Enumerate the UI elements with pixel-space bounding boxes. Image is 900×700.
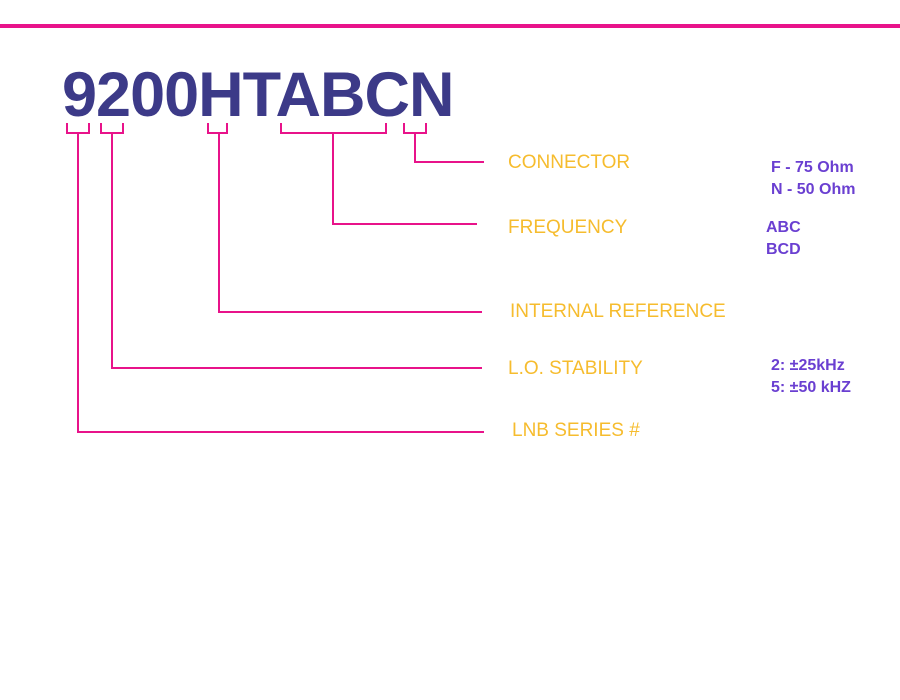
connector-label: CONNECTOR (508, 152, 631, 173)
lo-stability-option-5: 5: ±50 kHZ (771, 379, 851, 396)
lnb-series-label: LNB SERIES # (512, 420, 640, 441)
lnb-series-bracket (66, 123, 90, 134)
frequency-option-bcd: BCD (766, 241, 801, 258)
connector-option-f: F - 75 Ohm (771, 159, 854, 176)
internal-reference-bracket (207, 123, 228, 134)
lo-stability-label: L.O. STABILITY (508, 358, 643, 379)
lo-stability-option-2: 2: ±25kHz (771, 357, 845, 374)
lnb-series-leader (77, 133, 484, 433)
connector-options: F - 75 Ohm N - 50 Ohm (771, 157, 855, 201)
top-divider (0, 24, 900, 28)
frequency-options: ABC BCD (766, 217, 801, 261)
frequency-bracket (280, 123, 387, 134)
internal-reference-leader (218, 133, 482, 313)
lo-stability-options: 2: ±25kHz 5: ±50 kHZ (771, 355, 851, 399)
lo-stability-bracket (100, 123, 124, 134)
frequency-option-abc: ABC (766, 219, 801, 236)
frequency-label: FREQUENCY (508, 217, 628, 238)
internal-reference-label: INTERNAL REFERENCE (510, 301, 726, 322)
connector-bracket (403, 123, 427, 134)
part-number-title: 9200HTABCN (62, 60, 454, 130)
connector-option-n: N - 50 Ohm (771, 181, 856, 198)
frequency-leader (332, 133, 477, 225)
lo-stability-leader (111, 133, 482, 369)
connector-leader (414, 133, 484, 163)
